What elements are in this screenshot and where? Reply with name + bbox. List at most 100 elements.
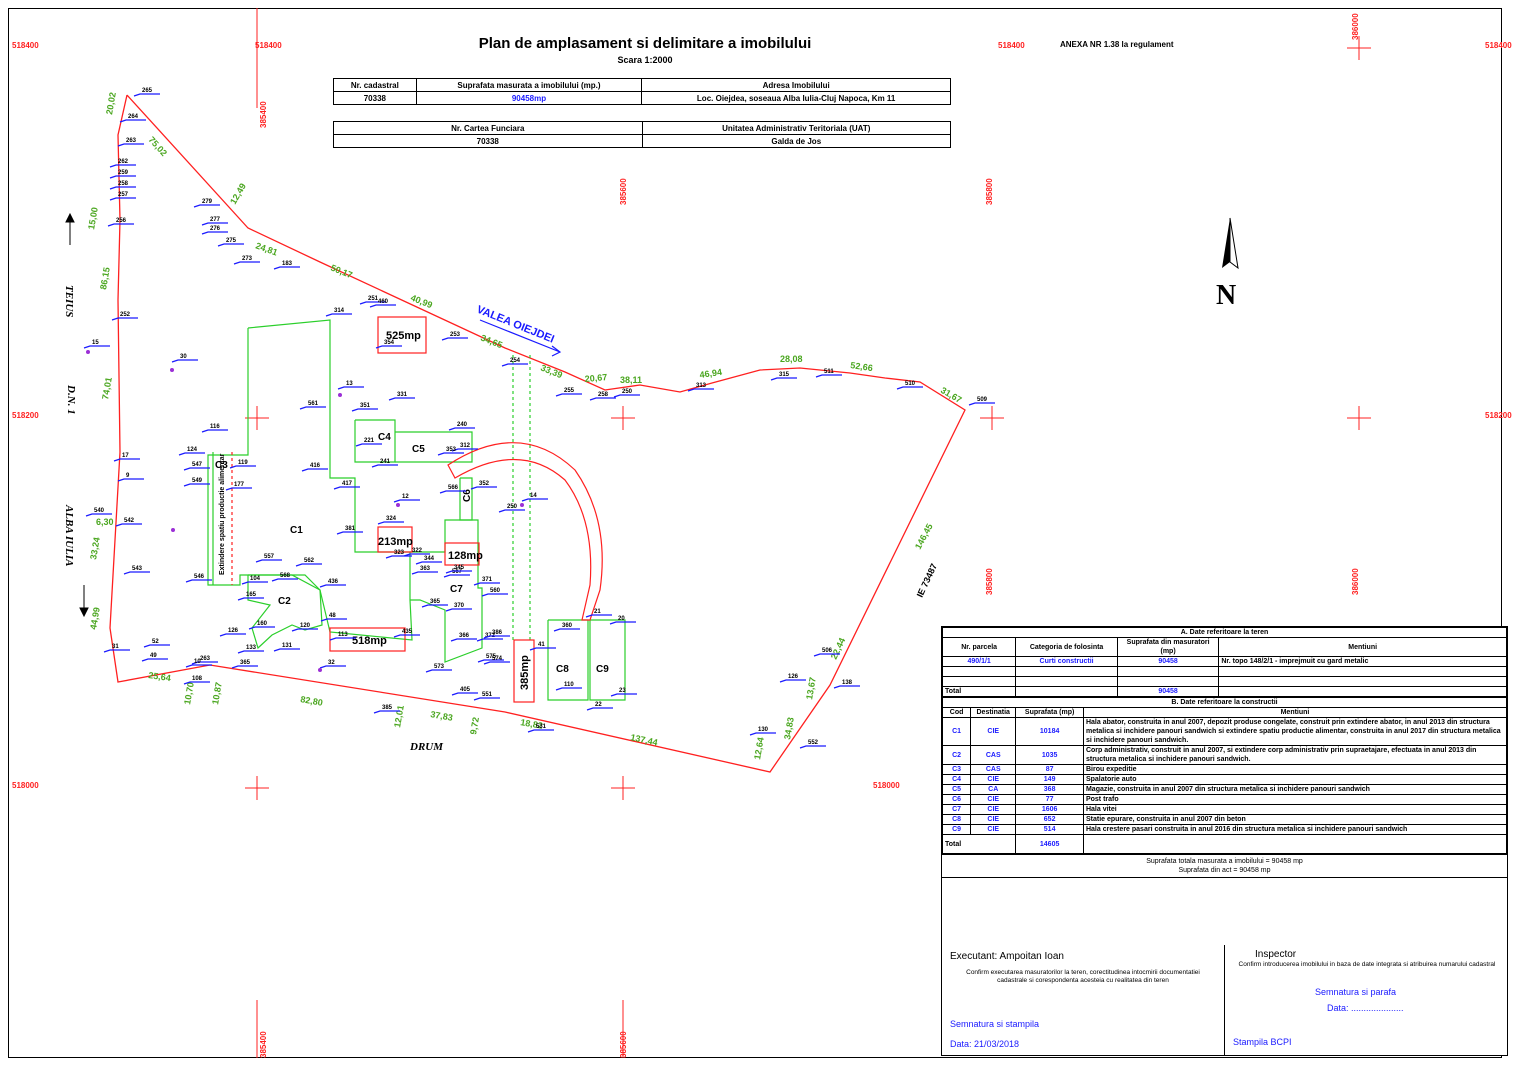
point-leader	[117, 478, 144, 482]
construction-supr: 1035	[1015, 745, 1084, 765]
boundary-distance-label: 46,94	[699, 367, 723, 380]
point-leader	[609, 621, 636, 625]
building-label-c5: C5	[412, 444, 425, 455]
point-label: 262	[118, 159, 129, 165]
construction-ment: Spalatorie auto	[1082, 774, 1508, 785]
grid-label-e385400b: 385400	[259, 1031, 268, 1058]
arrow-up-teius-icon	[65, 212, 75, 245]
a-th-suprafata: Suprafata din masuratori (mp)	[1116, 637, 1220, 657]
point-leader	[141, 658, 168, 662]
point-leader	[109, 164, 136, 168]
building-c9-outline	[589, 619, 626, 701]
point-leader	[109, 197, 136, 201]
grid-label-e386000: 386000	[1351, 13, 1360, 40]
construction-dest: CIE	[970, 774, 1017, 785]
construction-cod: C7	[941, 804, 972, 815]
point-leader	[501, 363, 528, 367]
construction-cod: C8	[941, 814, 972, 825]
point-leader	[393, 499, 420, 503]
survey-marker-icon	[318, 668, 322, 672]
point-label: 31	[112, 644, 119, 650]
point-leader	[319, 584, 346, 588]
point-label: 110	[564, 682, 574, 688]
point-label: 323	[394, 550, 405, 556]
boundary-distance-label: 25,64	[148, 670, 172, 683]
point-label: 250	[507, 504, 518, 510]
boundary-distance-label: 40,99	[409, 293, 434, 311]
point-leader	[273, 266, 300, 270]
point-label: 52	[152, 639, 159, 645]
point-label: 567	[452, 569, 463, 575]
inspector-stamp: Stampila BCPI	[1233, 1037, 1292, 1047]
building-c1-outline	[207, 319, 413, 641]
point-label: 160	[257, 621, 268, 627]
point-label: 279	[202, 199, 213, 205]
area-box-385	[513, 639, 535, 703]
point-label: 574	[492, 656, 503, 662]
building-label-c1: C1	[290, 525, 303, 536]
point-leader	[113, 458, 140, 462]
executant-sign: Semnatura si stampila	[950, 1019, 1040, 1029]
a-th-mentiuni: Mentiuni	[1218, 637, 1507, 657]
point-leader	[439, 490, 466, 494]
point-label: 30	[180, 354, 187, 360]
point-label: 108	[192, 676, 203, 682]
grid-label-n518200: 518200	[12, 411, 39, 420]
boundary-distance-label: 10,70	[182, 681, 196, 705]
point-leader	[498, 509, 525, 513]
point-leader	[351, 408, 378, 412]
construction-dest: CIE	[970, 804, 1017, 815]
point-leader	[119, 119, 146, 123]
point-label: 531	[536, 724, 547, 730]
inspector-block: Inspector Confirm introducerea imobilulu…	[1225, 945, 1507, 1055]
data-panel: A. Date referitoare la teren Nr. parcela…	[941, 626, 1508, 1056]
point-label: 12	[402, 494, 409, 500]
executant-date: Data: 21/03/2018	[950, 1039, 1020, 1049]
boundary-distance-label: 12,64	[752, 736, 766, 760]
building-c2-outline	[247, 574, 323, 650]
building-label-c8: C8	[556, 664, 569, 675]
area-box-213	[377, 526, 413, 553]
point-label: 322	[412, 548, 423, 554]
point-label: 21	[594, 609, 601, 615]
point-leader	[183, 483, 210, 487]
point-leader	[555, 393, 582, 397]
construction-cod: C6	[941, 794, 972, 805]
point-label: 416	[310, 463, 321, 469]
point-label: 353	[446, 447, 457, 453]
construction-ment: Magazie, construita in anul 2007 din str…	[1082, 784, 1508, 795]
point-label: 113	[338, 632, 348, 638]
survey-marker-icon	[338, 393, 342, 397]
point-leader	[779, 679, 806, 683]
summary-block: Suprafata totala masurata a imobilului =…	[942, 854, 1507, 878]
construction-ment: Hala abator, construita in anul 2007, de…	[1082, 717, 1508, 746]
grid-label-e385800b: 385800	[985, 568, 994, 595]
access-road	[447, 442, 603, 621]
point-label: 549	[192, 478, 203, 484]
plan-scale: Scara 1:2000	[617, 55, 673, 65]
construction-dest: CAS	[970, 764, 1017, 775]
summary-total: Suprafata totala masurata a imobilului =…	[1146, 858, 1303, 865]
point-label: 32	[328, 660, 335, 666]
grid-label-n518400c: 518400	[998, 41, 1025, 50]
point-label: 277	[210, 217, 221, 223]
point-leader	[445, 570, 472, 574]
construction-cod: C5	[941, 784, 972, 795]
point-label: 13	[346, 381, 353, 387]
building-outlines	[207, 319, 626, 701]
grid-label-e385600b: 385600	[619, 1031, 628, 1058]
point-leader	[441, 337, 468, 341]
point-leader	[477, 659, 504, 663]
point-leader	[521, 498, 548, 502]
grid-label-e385800: 385800	[985, 178, 994, 205]
building-c8-outline	[547, 619, 589, 701]
point-leader	[815, 374, 842, 378]
point-leader	[237, 597, 264, 601]
a-th-categoria: Categoria de folosinta	[1015, 637, 1118, 657]
survey-marker-icon	[520, 503, 524, 507]
point-leader	[411, 571, 438, 575]
north-label: N	[1216, 280, 1236, 311]
survey-marker-icon	[396, 503, 400, 507]
